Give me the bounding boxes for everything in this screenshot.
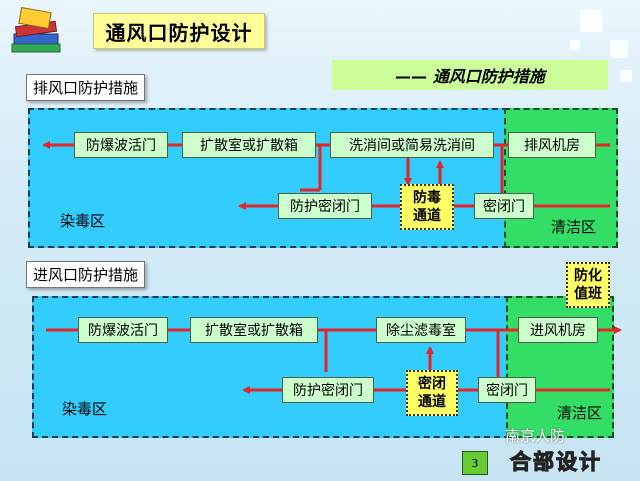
intake-airtight-channel: 密闭 通道 xyxy=(406,370,458,416)
intake-filter-room: 除尘滤毒室 xyxy=(376,317,466,343)
slide-title: 通风口防护设计 xyxy=(93,13,265,49)
exhaust-fan-room: 排风机房 xyxy=(508,132,596,158)
exhaust-protective-airtight-door: 防护密闭门 xyxy=(278,193,372,219)
intake-expansion-room: 扩散室或扩散箱 xyxy=(190,317,318,343)
exhaust-decon-room: 洗消间或简易洗消间 xyxy=(330,132,494,158)
intake-section-label: 进风口防护措施 xyxy=(26,261,146,288)
exhaust-gas-channel: 防毒 通道 xyxy=(400,184,454,230)
exhaust-airtight-door: 密闭门 xyxy=(474,193,534,219)
exhaust-section-label: 排风口防护措施 xyxy=(26,74,146,101)
intake-duty-room: 防化 值班 xyxy=(566,262,610,308)
intake-protective-airtight-door: 防护密闭门 xyxy=(282,377,374,403)
intake-dirty-zone-label: 染毒区 xyxy=(62,400,108,418)
exhaust-expansion-room: 扩散室或扩散箱 xyxy=(182,132,316,158)
slide-subtitle: —— 通风口防护措施 xyxy=(332,60,608,90)
intake-blast-valve: 防爆波活门 xyxy=(78,317,168,343)
page-number: 3 xyxy=(462,451,488,475)
exhaust-dirty-zone-label: 染毒区 xyxy=(60,212,106,230)
intake-airtight-door: 密闭门 xyxy=(478,377,536,403)
intake-fan-room: 进风机房 xyxy=(518,317,598,343)
intake-clean-zone-label: 清洁区 xyxy=(557,404,603,422)
books-icon xyxy=(11,6,61,53)
watermark: 南京人防 xyxy=(505,427,566,445)
exhaust-clean-zone-label: 清洁区 xyxy=(551,218,597,236)
exhaust-clean-zone xyxy=(504,108,618,248)
exhaust-blast-valve: 防爆波活门 xyxy=(74,132,168,158)
footer-brand: 合部设计 xyxy=(510,450,602,475)
